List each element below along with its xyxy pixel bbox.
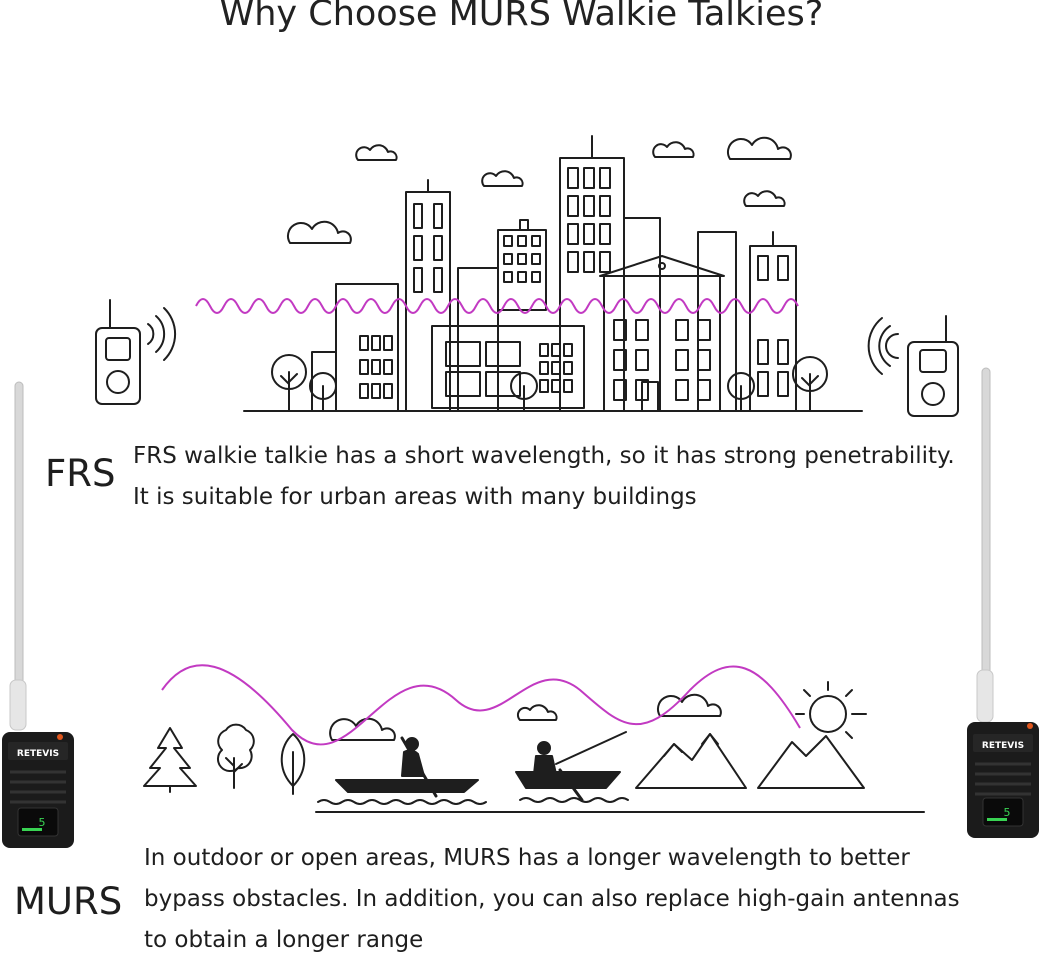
cloud-icon <box>516 704 558 721</box>
radio-brand-label: RETEVIS <box>17 749 59 759</box>
mountain-icon <box>635 733 747 789</box>
radio-channel-display: 5 <box>1004 806 1011 819</box>
frs-description-line: It is suitable for urban areas with many… <box>133 484 697 510</box>
fishing-boat-icon <box>515 731 629 803</box>
cloud-icon <box>287 220 352 244</box>
frs-label: FRS <box>45 452 116 495</box>
walkie-talkie-icon <box>867 315 959 417</box>
cloud-icon <box>481 170 524 187</box>
cloud-icon <box>329 717 396 741</box>
radio-right: RETEVIS 5 <box>967 367 1039 838</box>
tree-icon <box>280 733 306 795</box>
radio-channel-display: 5 <box>39 816 46 829</box>
radio-brand-label: RETEVIS <box>982 741 1024 751</box>
city-skyline-icon <box>243 135 863 412</box>
tree-icon <box>143 727 197 793</box>
murs-long-wave <box>161 664 801 746</box>
sun-icon <box>795 681 867 739</box>
cloud-icon <box>355 144 398 161</box>
cloud-icon <box>657 693 722 717</box>
mountain-icon <box>757 735 865 789</box>
murs-description-line: bypass obstacles. In addition, you can a… <box>144 886 960 912</box>
cloud-icon <box>743 190 786 207</box>
murs-description-line: In outdoor or open areas, MURS has a lon… <box>144 845 910 871</box>
murs-description-line: to obtain a longer range <box>144 927 424 953</box>
murs-label: MURS <box>14 880 123 923</box>
frs-description-line: FRS walkie talkie has a short wavelength… <box>133 443 955 469</box>
walkie-talkie-icon <box>95 299 177 405</box>
cloud-icon <box>652 141 695 158</box>
cloud-icon <box>727 136 792 160</box>
murs-description: In outdoor or open areas, MURS has a lon… <box>144 838 960 961</box>
tree-icon <box>216 723 255 789</box>
page-title: Why Choose MURS Walkie Talkies? <box>219 0 824 34</box>
frs-short-wave <box>195 298 799 314</box>
radio-left: RETEVIS 5 <box>2 381 74 848</box>
frs-description: FRS walkie talkie has a short wavelength… <box>133 436 955 518</box>
kayak-icon <box>317 736 487 805</box>
